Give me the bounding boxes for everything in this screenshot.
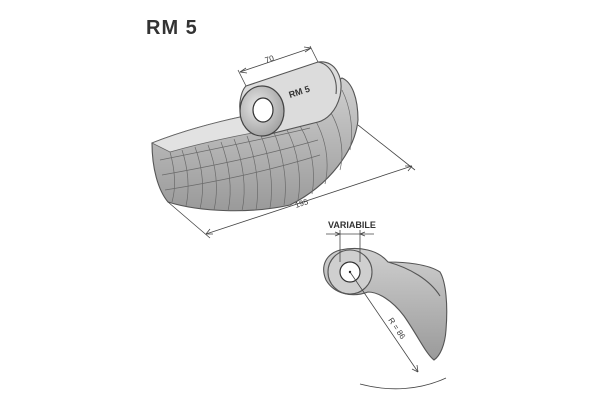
dimension-70 [237,45,319,87]
radius-dimension [349,271,447,390]
radius-label: R = 86 [386,316,407,341]
side-view: VARIABILE R = 86 [323,220,448,390]
hook-inner-edge [387,261,441,297]
dimension-variabile-label: VARIABILE [328,220,376,230]
hub-bore [252,97,274,123]
dimension-195-label: 195 [294,197,310,210]
dimension-variabile [326,230,374,262]
isometric-view: RM 5 70 195 [151,45,416,239]
dimension-70-label: 70 [264,53,276,64]
drawing-title: RM 5 [146,17,198,39]
blade-hatching [159,89,352,212]
dimension-195 [167,124,416,239]
